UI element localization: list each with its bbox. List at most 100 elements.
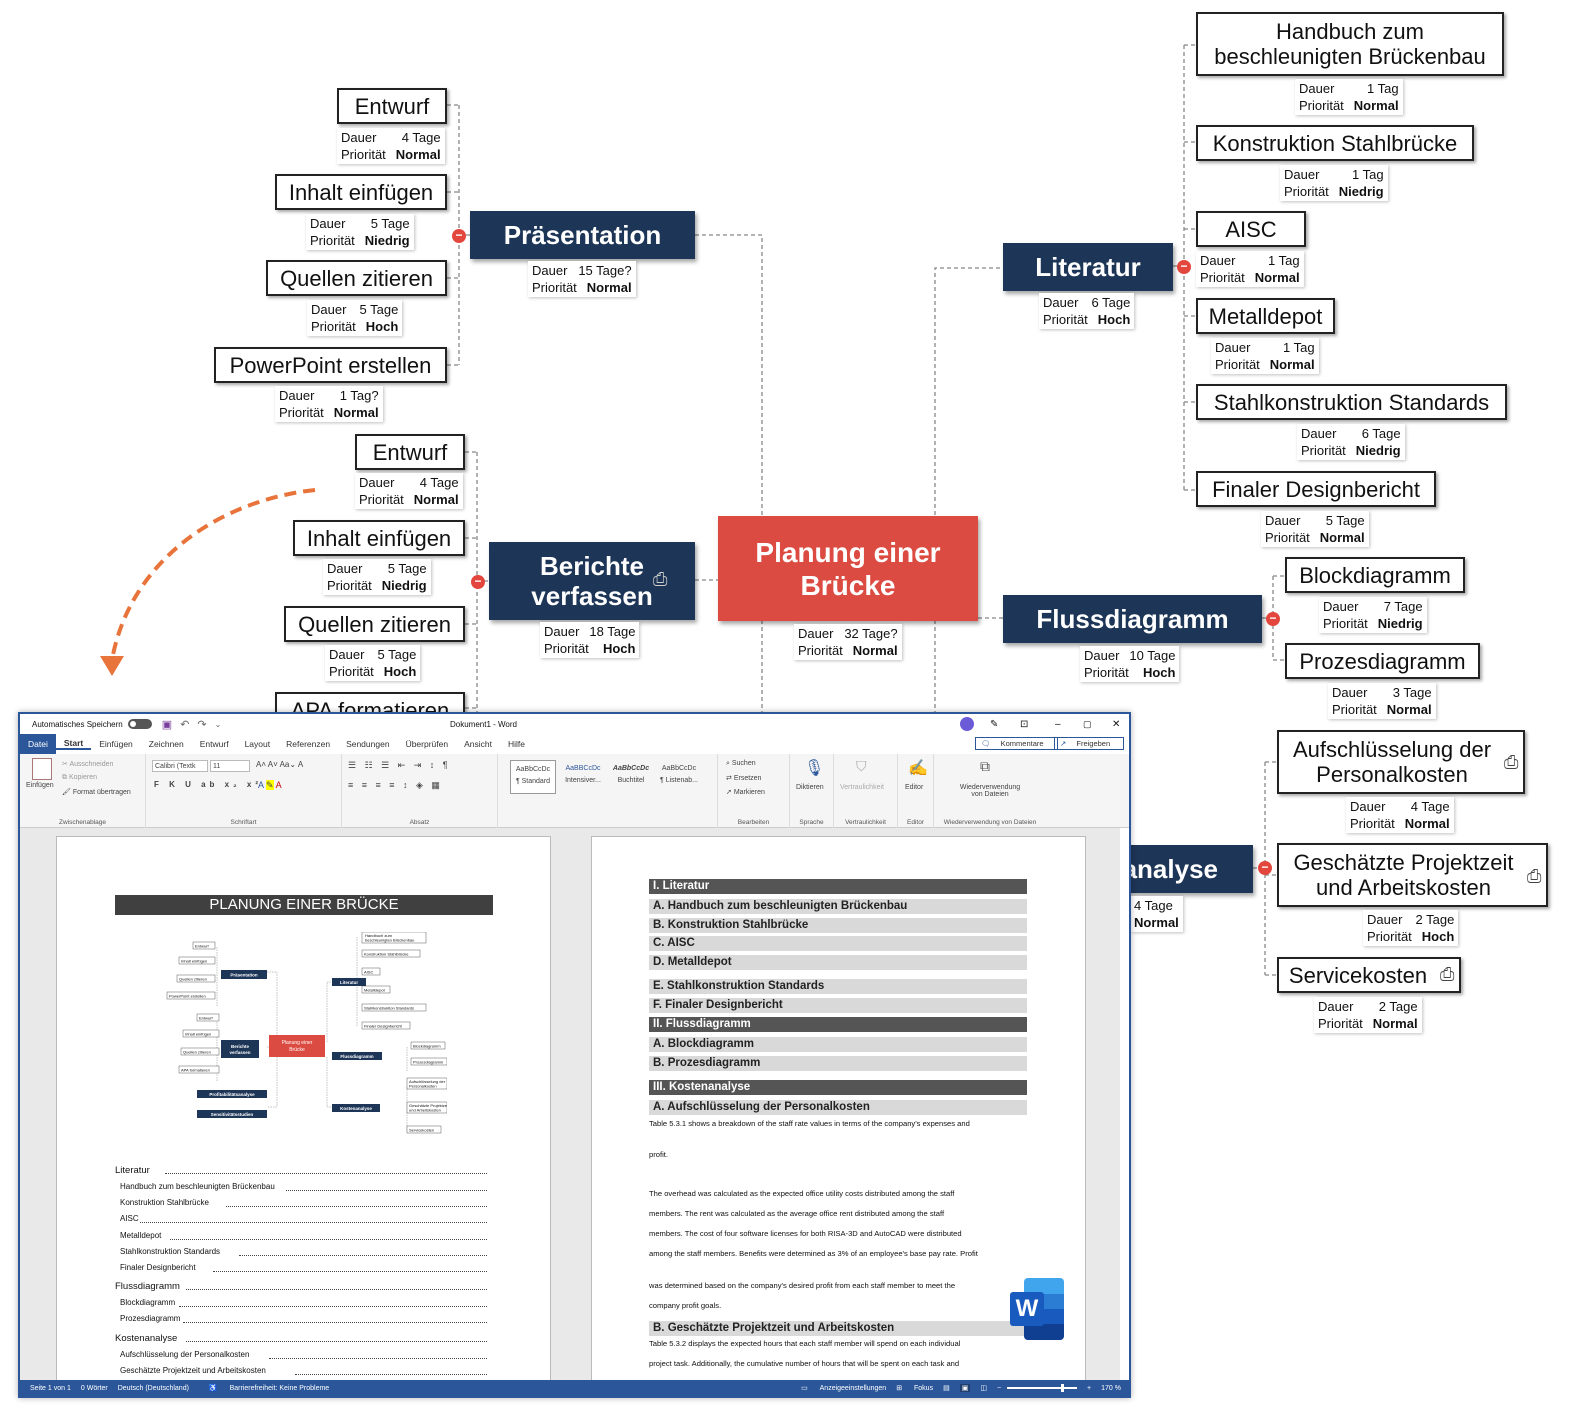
maximize-icon[interactable]: ▢	[1083, 718, 1092, 729]
toc-entry[interactable]: Literatur	[115, 1165, 150, 1176]
topic-literatur[interactable]: Literatur	[1003, 243, 1173, 291]
minimize-icon[interactable]: –	[1055, 718, 1061, 730]
tab-referenzen[interactable]: Referenzen	[286, 739, 331, 749]
save-icon[interactable]: ▣	[161, 718, 173, 731]
view-print-icon[interactable]: ▣	[959, 1384, 971, 1392]
tab-entwurf[interactable]: Entwurf	[199, 739, 229, 749]
style-listenabsatz[interactable]: AaBbCcDc¶ Listenab...	[656, 760, 702, 794]
subtopic[interactable]: Quellen zitieren	[284, 606, 465, 642]
topic-berichte[interactable]: Berichte verfassen	[489, 542, 695, 620]
toc-entry[interactable]: Metalldepot	[120, 1230, 162, 1240]
cut-button[interactable]: ✂ Ausschneiden	[62, 761, 114, 768]
tab-sendungen[interactable]: Sendungen	[346, 739, 390, 749]
tab-hilfe[interactable]: Hilfe	[507, 739, 525, 749]
subtopic[interactable]: Inhalt einfügen	[275, 174, 447, 210]
zoom-thumb[interactable]	[1061, 1384, 1065, 1392]
subtopic[interactable]: Aufschlüsselung der Personalkosten	[1277, 730, 1525, 794]
dictate-button[interactable]: Diktieren	[796, 784, 824, 791]
paste-button[interactable]: Einfügen	[26, 782, 54, 789]
format-painter-button[interactable]: 🖌 Format übertragen	[62, 789, 131, 796]
subtopic[interactable]: Stahlkonstruktion Standards	[1196, 384, 1507, 420]
toc-entry[interactable]: Stahlkonstruktion Standards	[120, 1246, 221, 1256]
toc-entry[interactable]: Finaler Designbericht	[120, 1263, 196, 1272]
subtopic[interactable]: Servicekosten	[1277, 957, 1461, 993]
paste-icon[interactable]	[32, 758, 52, 780]
status-words[interactable]: 0 Wörter	[80, 1384, 108, 1392]
attachment-icon[interactable]: ⎙	[1527, 866, 1542, 886]
toc-entry[interactable]: Geschätzte Projektzeit und Arbeitskosten	[120, 1365, 266, 1375]
subtopic[interactable]: Entwurf	[337, 88, 447, 124]
comments-button[interactable]: 🗨 Kommentare	[975, 737, 1058, 750]
customize-icon[interactable]: ⌄	[214, 719, 222, 729]
toc-entry[interactable]: Konstruktion Stahlbrücke	[120, 1198, 209, 1208]
pen-icon[interactable]: ✎	[990, 718, 999, 730]
search-button[interactable]: ⌕ Suchen	[726, 760, 756, 767]
redo-icon[interactable]: ↷	[197, 718, 207, 731]
status-page[interactable]: Seite 1 von 1	[30, 1384, 71, 1392]
toc-entry[interactable]: Blockdiagramm	[120, 1298, 176, 1308]
topic-praesentation[interactable]: Präsentation	[470, 211, 695, 259]
toc-entry[interactable]: Handbuch zum beschleunigten Brückenbau	[120, 1182, 275, 1191]
sensitivity-button[interactable]: Vertraulichkeit	[840, 784, 884, 791]
share-button[interactable]: ↗ Freigeben	[1054, 737, 1125, 750]
zoom-slider[interactable]	[1007, 1384, 1078, 1392]
tab-layout[interactable]: Layout	[244, 739, 271, 749]
status-accessibility[interactable]: ♿ Barrierefreiheit: Keine Probleme	[208, 1385, 330, 1392]
collapse-button[interactable]: −	[1266, 612, 1280, 626]
subtopic[interactable]: Blockdiagramm	[1285, 557, 1465, 593]
status-language[interactable]: Deutsch (Deutschland)	[117, 1384, 189, 1392]
color-buttons[interactable]: A ✎ A	[258, 780, 282, 790]
collapse-button[interactable]: −	[1258, 861, 1272, 875]
reuse-files-icon[interactable]: ⧉	[980, 758, 990, 774]
toc-entry[interactable]: Aufschlüsselung der Personalkosten	[120, 1349, 250, 1359]
topic-flussdiagramm[interactable]: Flussdiagramm	[1003, 595, 1262, 643]
replace-button[interactable]: ⇄ Ersetzen	[726, 775, 762, 782]
word-window[interactable]: Automatisches Speichern ▣ ↶ ↷ ⌄ Dokument…	[18, 712, 1131, 1398]
zoom-in-button[interactable]: +	[1087, 1384, 1092, 1392]
ribbon-display-icon[interactable]: ⊡	[1020, 718, 1029, 730]
format-buttons[interactable]: F K U ab x₂ x²	[154, 780, 263, 789]
attachment-icon[interactable]: ⎙	[653, 569, 668, 589]
tab-datei[interactable]: Datei	[20, 734, 56, 754]
subtopic[interactable]: Handbuch zum beschleunigten Brückenbau	[1196, 12, 1504, 76]
display-settings-button[interactable]: ▭ Anzeigeeinstellungen	[801, 1385, 887, 1392]
close-icon[interactable]: ✕	[1112, 718, 1121, 730]
zoom-level[interactable]: 170 %	[1101, 1384, 1121, 1392]
user-avatar[interactable]	[960, 717, 974, 731]
subtopic[interactable]: AISC	[1196, 211, 1306, 247]
tab-start[interactable]: Start	[55, 738, 92, 750]
size-select[interactable]: 11	[210, 760, 250, 772]
subtopic[interactable]: Geschätzte Projektzeit und Arbeitskosten	[1277, 843, 1548, 907]
collapse-button[interactable]: −	[1177, 260, 1191, 274]
tab-einfuegen[interactable]: Einfügen	[99, 739, 133, 749]
subtopic[interactable]: Metalldepot	[1196, 298, 1335, 334]
font-select[interactable]: Calibri (Textk	[152, 760, 208, 772]
toc-entry[interactable]: Flussdiagramm	[115, 1281, 180, 1293]
select-button[interactable]: ➚ Markieren	[726, 789, 765, 796]
copy-button[interactable]: ⧉ Kopieren	[62, 774, 97, 781]
subtopic[interactable]: PowerPoint erstellen	[214, 347, 447, 383]
toc-entry[interactable]: Kostenanalyse	[115, 1332, 178, 1344]
align-buttons[interactable]: ≡ ≡ ≡ ≡ ↕ ◈ ▦	[348, 780, 443, 790]
zoom-out-button[interactable]: −	[996, 1384, 1002, 1392]
tab-ansicht[interactable]: Ansicht	[464, 739, 492, 749]
list-buttons[interactable]: ☰ ☷ ☰ ⇤ ⇥ ↕ ¶	[348, 760, 451, 770]
attachment-icon[interactable]: ⎙	[1504, 752, 1519, 772]
subtopic[interactable]: Konstruktion Stahlbrücke	[1196, 125, 1474, 161]
tab-ueberpruefen[interactable]: Überprüfen	[405, 739, 449, 749]
attachment-icon[interactable]: ⎙	[1440, 964, 1455, 984]
view-read-icon[interactable]: ▤	[943, 1385, 950, 1392]
view-web-icon[interactable]: ◫	[980, 1385, 987, 1392]
style-standard[interactable]: AaBbCcDc¶ Standard	[510, 760, 556, 794]
subtopic[interactable]: Prozesdiagramm	[1285, 643, 1480, 679]
page-1[interactable]: PLANUNG EINER BRÜCKE Planung einer Brück…	[56, 836, 551, 1382]
central-topic[interactable]: Planung einer Brücke	[718, 516, 978, 621]
reuse-files-button[interactable]: Wiederverwendung von Dateien	[959, 784, 1021, 798]
undo-icon[interactable]: ↶	[180, 718, 190, 731]
subtopic[interactable]: Finaler Designbericht	[1196, 471, 1436, 507]
subtopic[interactable]: Inhalt einfügen	[293, 520, 465, 556]
collapse-button[interactable]: −	[452, 229, 466, 243]
editor-button[interactable]: Editor	[905, 784, 924, 791]
